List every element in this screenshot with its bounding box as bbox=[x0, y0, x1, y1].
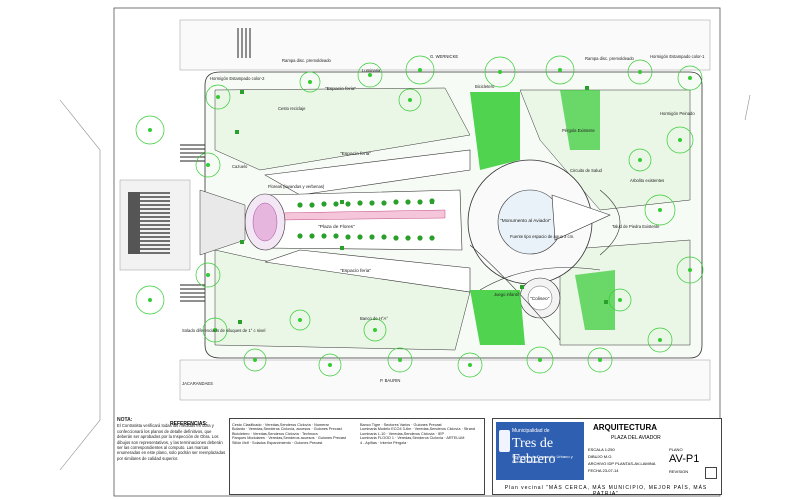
label-fuente: Fuente tipo espacio de agua 3 cm. bbox=[510, 234, 574, 239]
hedge-row-top bbox=[297, 198, 435, 208]
talud-curve bbox=[599, 189, 621, 256]
legend-item: Luminaria FLOOD 1 · Veredas,Senderos Cic… bbox=[360, 436, 465, 441]
legend-item: 4 - Apiñas · Interior Pérgola · bbox=[360, 440, 409, 445]
tree-canopies bbox=[135, 55, 704, 378]
label-hormigon-tl: Hormigón Estampado color-2 bbox=[210, 76, 265, 81]
hedge-row-bottom bbox=[297, 233, 435, 241]
label-rampa-top2: Rampa disc. premoldeado bbox=[585, 56, 635, 61]
sheet-frame bbox=[113, 7, 721, 497]
label-g-wernicke: G. WERNICKE bbox=[430, 54, 458, 59]
street-guide-right bbox=[744, 94, 751, 121]
notes-text: El Contratista verificará todas las medi… bbox=[117, 423, 226, 461]
label-espacio-feria-low: "Espacio feria" bbox=[340, 268, 371, 274]
archivo-row: ARCHIVO IDP PLANTAS-AV-LAMINA bbox=[588, 461, 656, 466]
municipio-small: Municipalidad de bbox=[512, 428, 550, 434]
label-jacaranda: JACARANDAES bbox=[182, 381, 213, 386]
revision-label: REVISION bbox=[669, 469, 689, 474]
curved-path-2 bbox=[479, 267, 601, 291]
label-hormigon-tr: Hormigón Estampado color-1 bbox=[650, 54, 705, 59]
label-solado: Solado diferenciado de siluques de 1° c … bbox=[182, 328, 265, 333]
slogan: Plan vecinal "MÁS CERCA, MÁS MUNICIPIO, … bbox=[504, 485, 708, 497]
revision-box bbox=[705, 467, 717, 479]
label-hormigon-peinado: Hormigón Peinado bbox=[660, 111, 695, 116]
coliseo-inner bbox=[527, 285, 553, 311]
label-monumento: "Monumento al Aviador" bbox=[500, 218, 551, 224]
label-cestos: Cesto reciclaje bbox=[278, 106, 306, 111]
street-top bbox=[179, 19, 711, 71]
flower-circle-inner bbox=[252, 202, 278, 242]
fecha-row: FECHA 23-07-14 bbox=[588, 468, 619, 473]
label-espacio-feria-top: "Espacio feria" bbox=[325, 86, 356, 92]
label-bicicletero: Bicicletero bbox=[475, 84, 495, 89]
title-block: Municipalidad de Tres de Febrero Secreta… bbox=[492, 418, 722, 495]
monumento-base bbox=[551, 194, 611, 241]
dibujo-row: DIBUJO M.O. bbox=[588, 454, 613, 459]
legend-col-left: Cesto Clasificado · Veredas,Senderos Cic… bbox=[232, 423, 357, 445]
project-name: PLAZA DEL AVIADOR bbox=[611, 435, 661, 441]
municipio-name: Tres de Febrero bbox=[512, 436, 556, 467]
espacio-feria-mid bbox=[264, 149, 471, 196]
luminaria-markers bbox=[235, 86, 608, 324]
legend-title: REFERENCIAS: bbox=[170, 421, 208, 427]
escala-row: ESCALA 1:250 bbox=[588, 447, 615, 452]
plano-code: AV-P1 bbox=[669, 453, 700, 465]
legend-item: Bolardo · Veredas,Senderos Ciclovía, acc… bbox=[232, 427, 342, 432]
legend-item: Luminaria Modelo ECO4 3-6m · Veredas,Sen… bbox=[360, 427, 476, 432]
label-floreas: Floreas (lavandas y verbenas) bbox=[268, 184, 325, 189]
label-pergola: Pérgola Existente bbox=[562, 128, 595, 133]
label-talud: Talud de Piedra Existente bbox=[612, 224, 660, 229]
zone-north-west bbox=[214, 87, 471, 171]
notes-title: NOTA: bbox=[117, 417, 133, 423]
label-plaza-flores: "Plaza de Flores" bbox=[318, 224, 355, 230]
street-bottom bbox=[179, 359, 711, 401]
entry-plaza bbox=[199, 189, 246, 256]
legend-panel: REFERENCIAS: Cesto Clasificado · Veredas… bbox=[170, 418, 485, 495]
legend-item: Bicicletero · Veredas,Senderos Ciclovía … bbox=[232, 431, 318, 436]
curb-block bbox=[128, 192, 140, 254]
label-circuito: Circuito de Salud bbox=[570, 168, 603, 173]
crosswalk-top bbox=[237, 28, 251, 58]
label-cazanejo: Cazuelo bbox=[232, 164, 248, 169]
legend-item: Banco Tigre · Sectores Varios · Guiones … bbox=[360, 423, 442, 427]
tree-trunks bbox=[148, 68, 692, 367]
section-title: ARQUITECTURA bbox=[593, 423, 657, 432]
legend-col-right: Banco Tigre · Sectores Varios · Guiones … bbox=[360, 423, 482, 445]
shield-icon bbox=[499, 430, 510, 452]
label-p-baurin: P. BAURIN bbox=[380, 378, 400, 383]
label-coliseo: "Coliseo" bbox=[530, 296, 550, 302]
legend-item: Sillón Mdf · Solados Esparcimiento · Gui… bbox=[232, 440, 323, 445]
label-arbolito: Arbolito existentes bbox=[630, 178, 664, 183]
notes-panel: NOTA: El Contratista verificará todas la… bbox=[117, 417, 227, 461]
espacio-feria-low bbox=[264, 249, 471, 293]
label-juego: Juego infantil bbox=[494, 292, 519, 297]
legend-item: Parques Modulares · Veredas,Senderos acc… bbox=[232, 436, 346, 441]
curved-path-1 bbox=[469, 244, 561, 341]
hedge-clusters bbox=[470, 90, 615, 345]
legend-item: Cesto Clasificado · Veredas,Senderos Cic… bbox=[232, 423, 329, 427]
label-luminaria: Luminaria bbox=[362, 68, 381, 73]
municipio-logo: Municipalidad de Tres de Febrero Secreta… bbox=[496, 422, 584, 480]
zone-north-east bbox=[519, 89, 691, 211]
label-espacio-feria-mid: "Espacio feria" bbox=[340, 151, 371, 157]
street-guide-left bbox=[59, 99, 101, 471]
label-rampa-top: Rampa disc. premoldeado bbox=[282, 58, 332, 63]
plano-label: PLANO bbox=[669, 447, 683, 452]
legend-item: Luminaria L-10 · Veredas,Senderos Ciclov… bbox=[360, 431, 445, 436]
municipio-sub: Secretaría de Desarrollo Urbano y Obras … bbox=[512, 454, 573, 464]
label-banco: Banco de H°A° bbox=[360, 316, 388, 321]
